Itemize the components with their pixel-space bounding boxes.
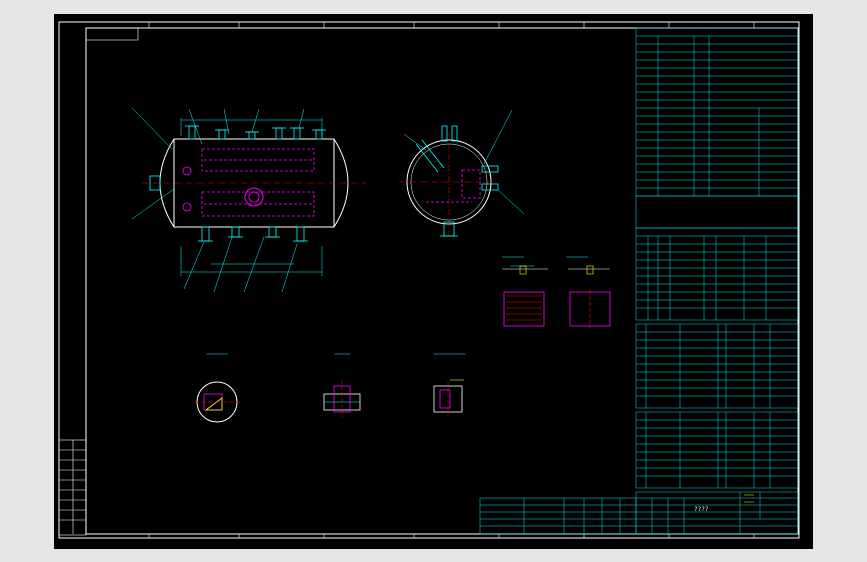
sheet-border-outer [58, 21, 800, 539]
left-head-nozzle [149, 175, 161, 191]
detail-upper-right[interactable] [566, 256, 611, 328]
drawing-sheet: ???? [58, 21, 800, 539]
nozzle-table [635, 227, 799, 321]
cad-viewport[interactable]: ???? [54, 14, 813, 549]
zone-ticks-bottom [148, 534, 755, 538]
manway-inner [248, 191, 260, 203]
end-view-internals [426, 169, 481, 203]
left-revision-strip [58, 439, 87, 536]
detail-lower-3[interactable] [433, 353, 466, 418]
detail-lower-1[interactable] [194, 353, 240, 423]
leader-lines [131, 107, 305, 293]
right-tables [479, 27, 799, 535]
internal-baffles [201, 148, 315, 217]
detail-upper-left[interactable] [502, 256, 548, 327]
parts-list-table-2 [635, 411, 799, 489]
parts-list-table-3 [479, 497, 637, 535]
title-block [635, 491, 799, 535]
parts-list-table-1 [635, 323, 799, 409]
end-view-nozzles [415, 125, 499, 237]
notes-block [635, 195, 799, 229]
end-view-leaders [403, 109, 525, 215]
tech-spec-table [635, 27, 799, 197]
zone-ticks-top [148, 22, 755, 28]
bottom-nozzles [198, 226, 308, 242]
sight-glass-nozzle [182, 166, 192, 176]
title-block-accents [744, 494, 754, 503]
level-nozzle [182, 202, 192, 212]
top-nozzles [185, 125, 326, 140]
manway [244, 187, 264, 207]
sheet-border-inner [85, 27, 799, 535]
detail-upper-left-plate [503, 291, 545, 327]
main-elevation-view[interactable] [131, 107, 366, 293]
end-view[interactable] [399, 109, 525, 242]
detail-lower-2[interactable] [323, 353, 361, 418]
drawing-number-tag [85, 27, 139, 41]
title-block-label: ???? [694, 506, 709, 513]
